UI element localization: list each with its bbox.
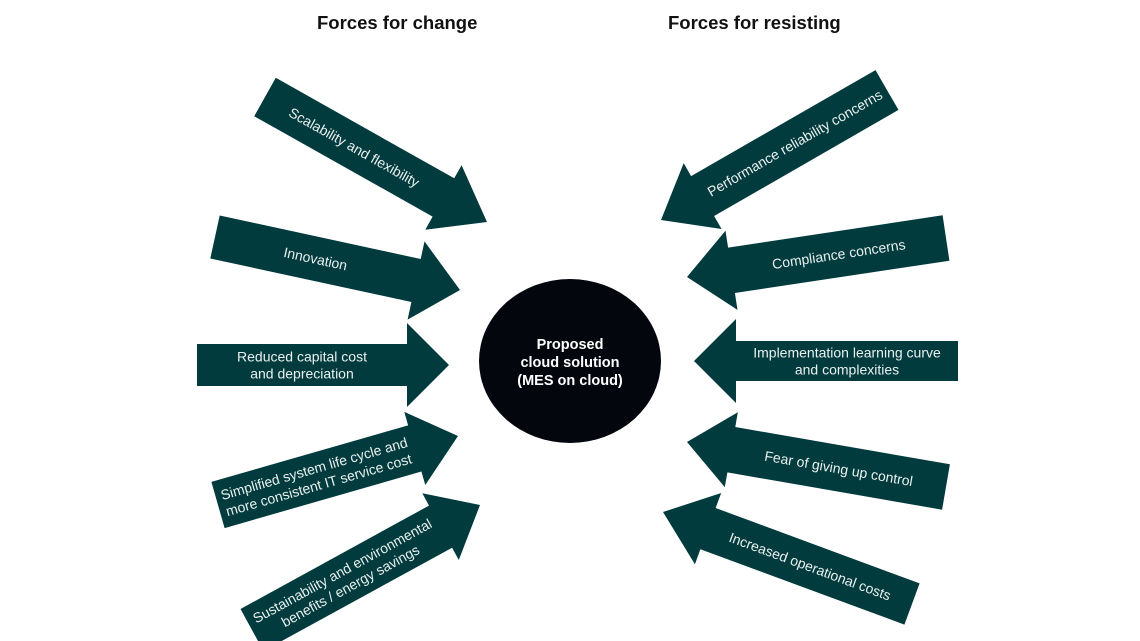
change-arrow-label-line: and depreciation [250,366,354,382]
forces-for-resisting-heading: Forces for resisting [668,12,841,33]
resisting-arrow-label: Performance reliability concerns [704,86,885,199]
change-arrow-shape [240,493,480,641]
center-circle [479,279,661,443]
change-arrow-5: Sustainability and environmentalbenefits… [240,493,480,641]
change-arrow-2: Innovation [210,215,460,320]
change-arrow-label-line: Scalability and flexibility [286,104,422,190]
resisting-arrow-shape [661,70,899,229]
forces-for-change-heading: Forces for change [317,12,478,33]
resisting-arrow-5: Increased operational costs [663,493,920,625]
change-arrow-label-line: Reduced capital cost [237,349,367,365]
resisting-arrow-label-line: Implementation learning curve [753,345,941,361]
resisting-arrow-shape [687,412,950,510]
center-label-line-2: cloud solution [520,355,619,371]
center-label-line-3: (MES on cloud) [517,373,623,389]
resisting-arrow-4: Fear of giving up control [687,412,950,510]
forces-for-resisting-group: Performance reliability concernsComplian… [661,70,958,625]
resisting-arrow-shape [663,493,920,625]
change-arrow-shape [254,77,487,230]
change-arrow-label: Scalability and flexibility [286,104,422,190]
change-arrow-shape [211,411,458,529]
resisting-arrow-shape [687,215,950,310]
change-arrow-shape [197,323,449,407]
resisting-arrow-1: Performance reliability concerns [661,70,899,229]
resisting-arrow-label-line: and complexities [795,362,899,378]
resisting-arrow-shape [694,319,958,403]
change-arrow-shape [210,215,460,320]
forces-for-change-group: Scalability and flexibilityInnovationRed… [197,77,487,641]
proposed-solution-node: Proposed cloud solution (MES on cloud) [479,279,661,443]
resisting-arrow-label-line: Performance reliability concerns [704,86,885,199]
change-arrow-1: Scalability and flexibility [254,77,487,230]
center-label-line-1: Proposed [537,337,604,353]
resisting-arrow-2: Compliance concerns [687,215,950,310]
